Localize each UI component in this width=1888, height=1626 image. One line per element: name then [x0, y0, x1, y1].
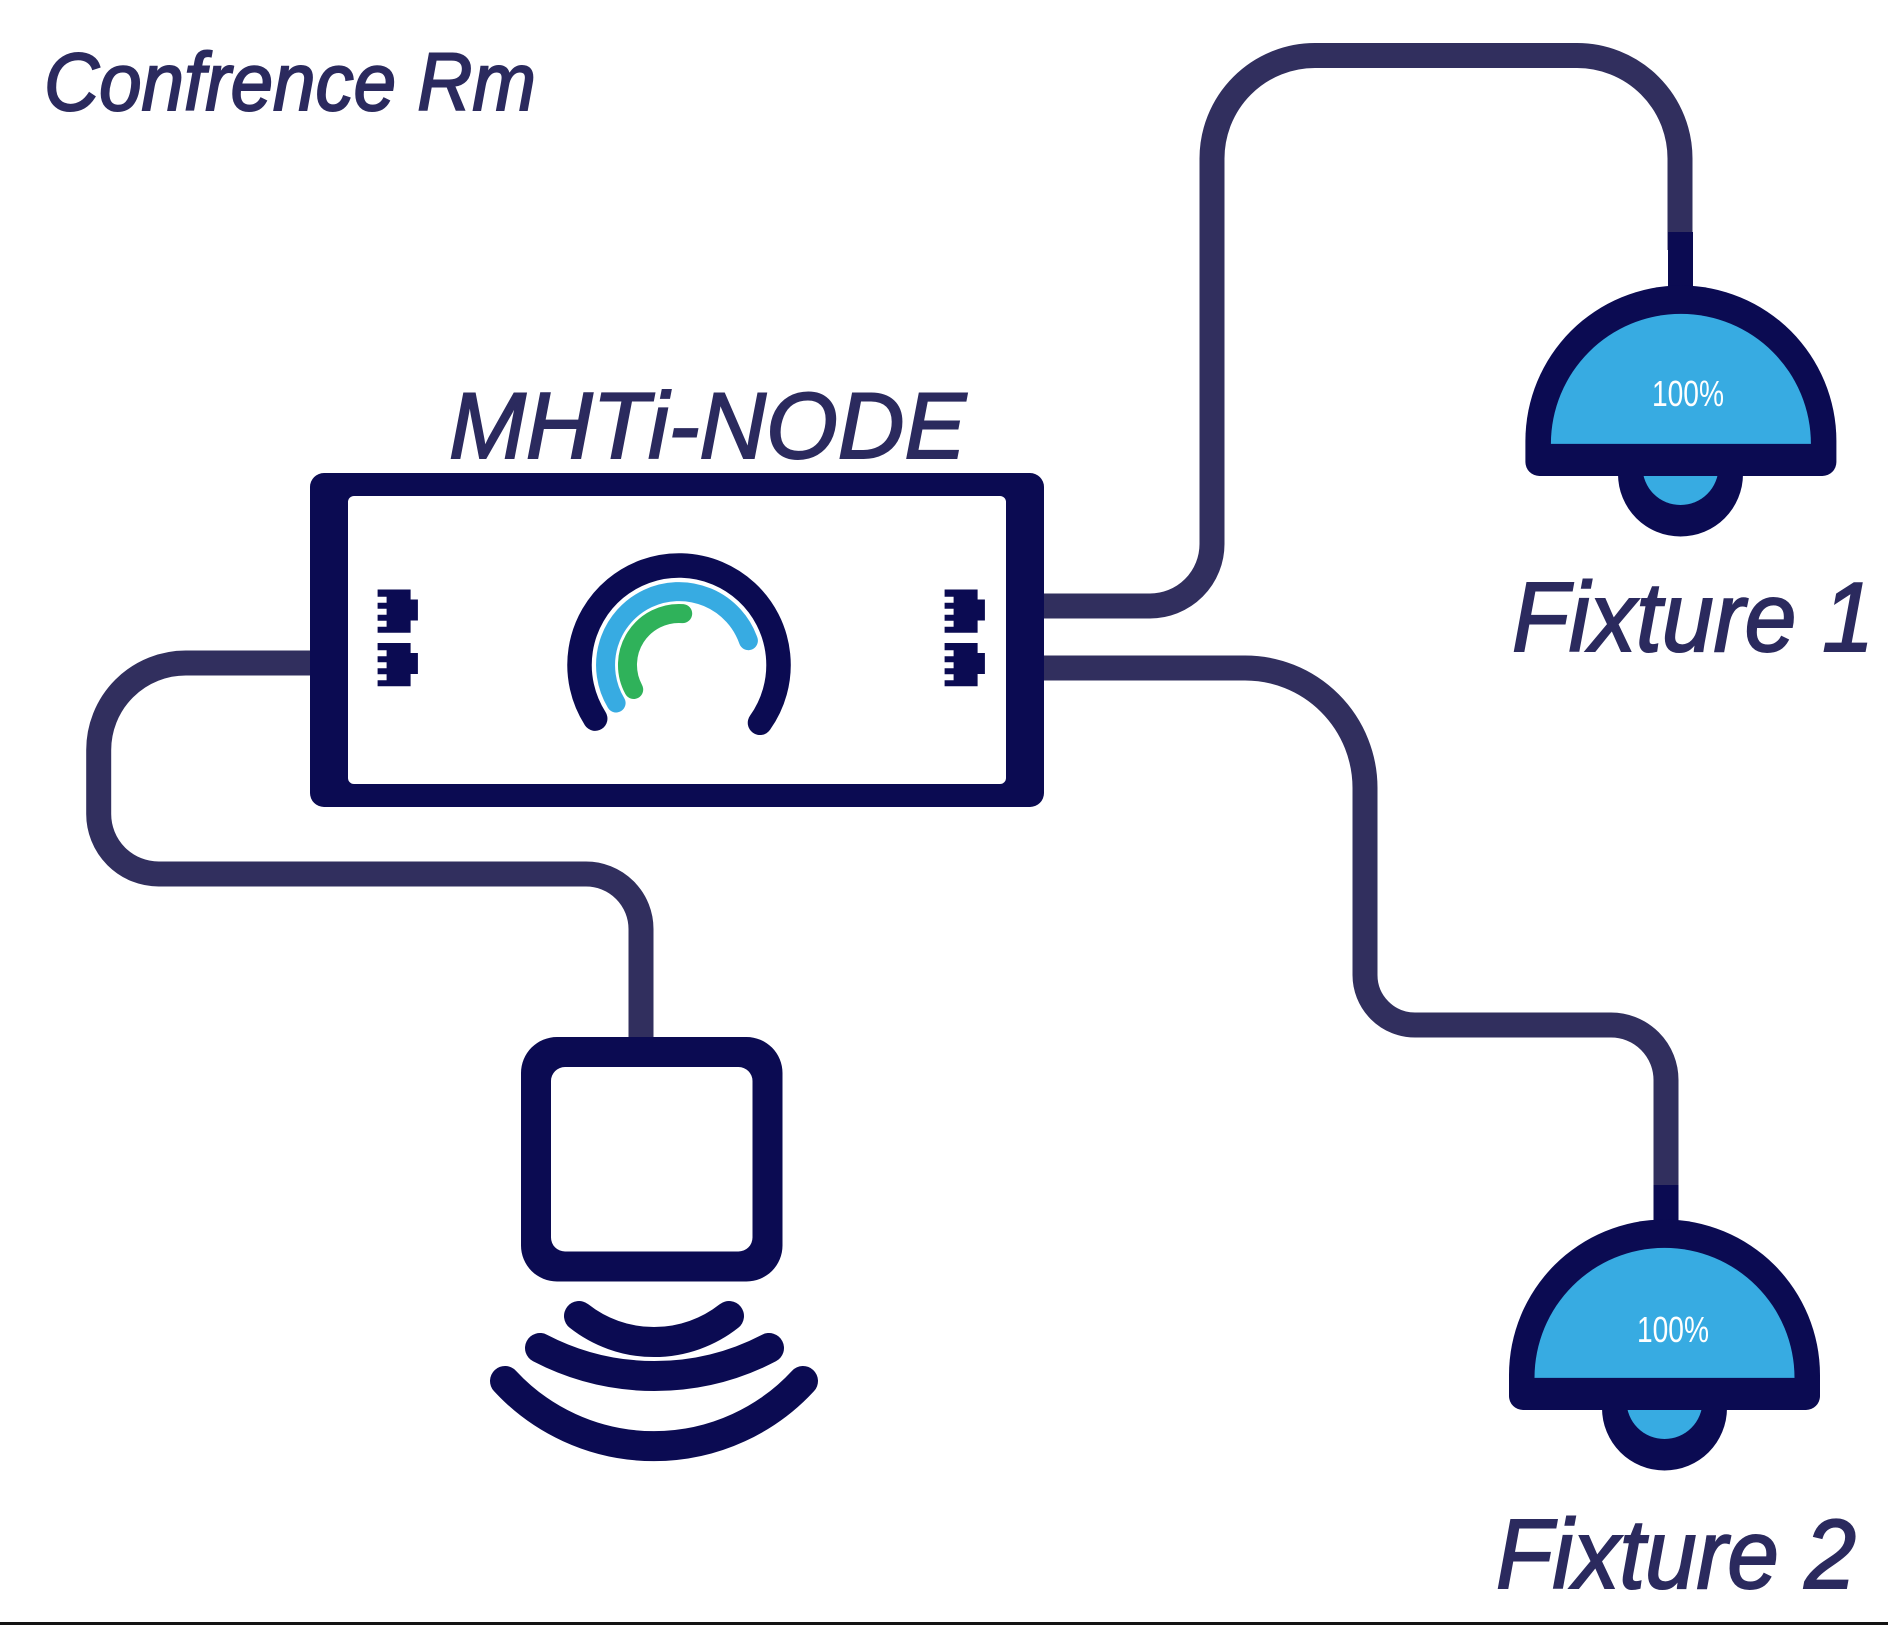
svg-text:100%: 100% [1652, 373, 1724, 414]
svg-text:100%: 100% [1637, 1309, 1709, 1350]
svg-text:Confrence Rm: Confrence Rm [44, 37, 536, 128]
svg-text:Fixture 1: Fixture 1 [1512, 562, 1874, 672]
svg-text:MHTi-NODE: MHTi-NODE [449, 373, 967, 478]
svg-text:Fixture 2: Fixture 2 [1496, 1499, 1856, 1609]
